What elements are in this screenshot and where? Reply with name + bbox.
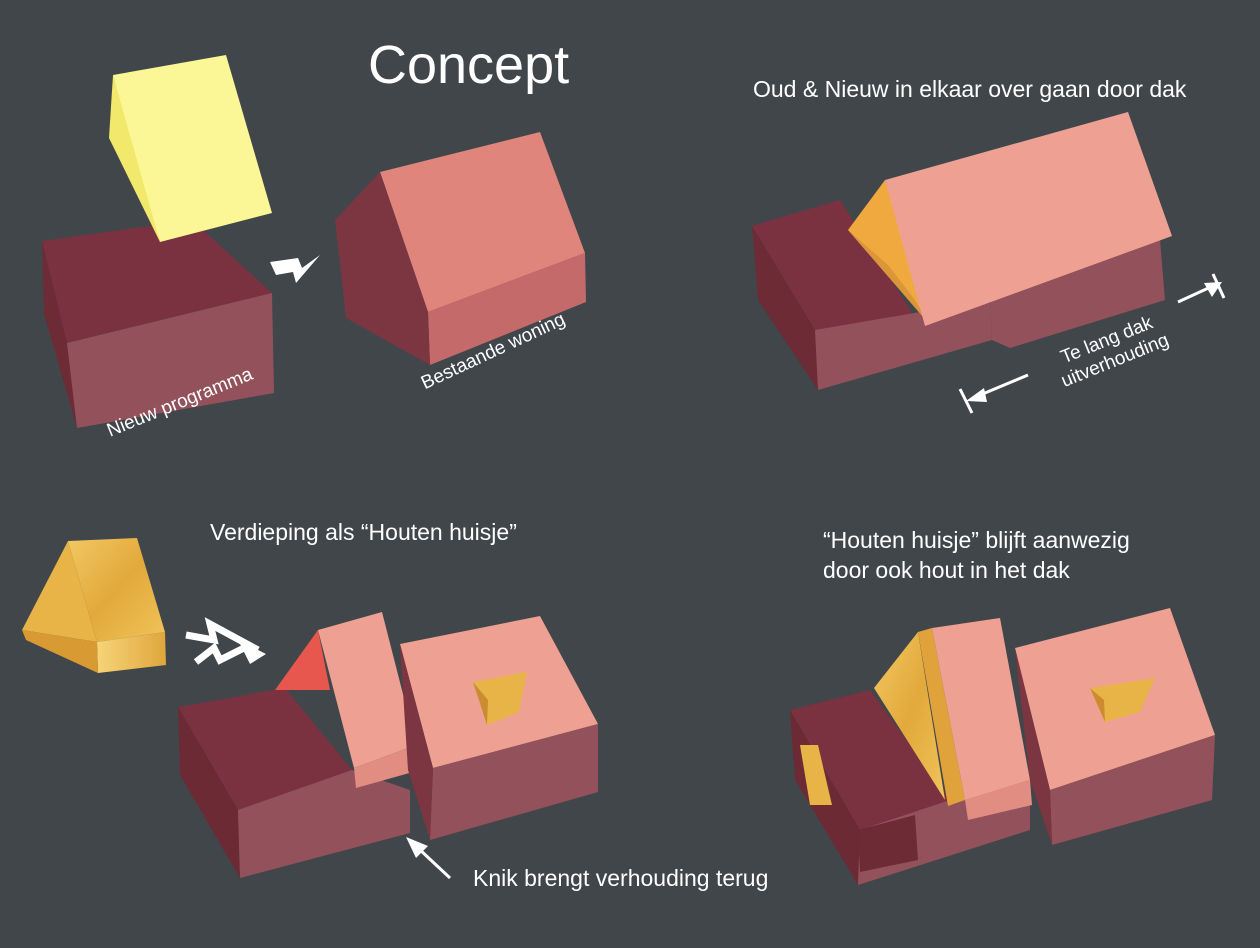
caption-wood-remains-line-2: door ook hout in het dak (823, 557, 1070, 583)
new-volume-block (42, 220, 274, 428)
caption-kink: Knik brengt verhouding terug (473, 865, 769, 891)
dimension-arrow-icon (958, 273, 1226, 414)
yellow-roof-prism (109, 55, 272, 242)
kinked-house-block (178, 612, 598, 878)
pointer-arrow-icon (406, 837, 452, 880)
caption-wood-remains: “Houten huisje” blijft aanwezig door ook… (823, 525, 1130, 585)
caption-storey: Verdieping als “Houten huisje” (210, 519, 517, 545)
wood-prism (22, 538, 166, 673)
page-title: Concept (368, 35, 570, 95)
arrow-zigzag-icon (185, 617, 266, 665)
existing-house-block (335, 132, 586, 365)
arrow-zigzag-icon (270, 255, 320, 283)
merged-house-block (752, 112, 1172, 390)
caption-old-new: Oud & Nieuw in elkaar over gaan door dak (753, 76, 1187, 102)
final-house-block (790, 608, 1215, 885)
caption-wood-remains-line-1: “Houten huisje” blijft aanwezig (823, 527, 1130, 553)
